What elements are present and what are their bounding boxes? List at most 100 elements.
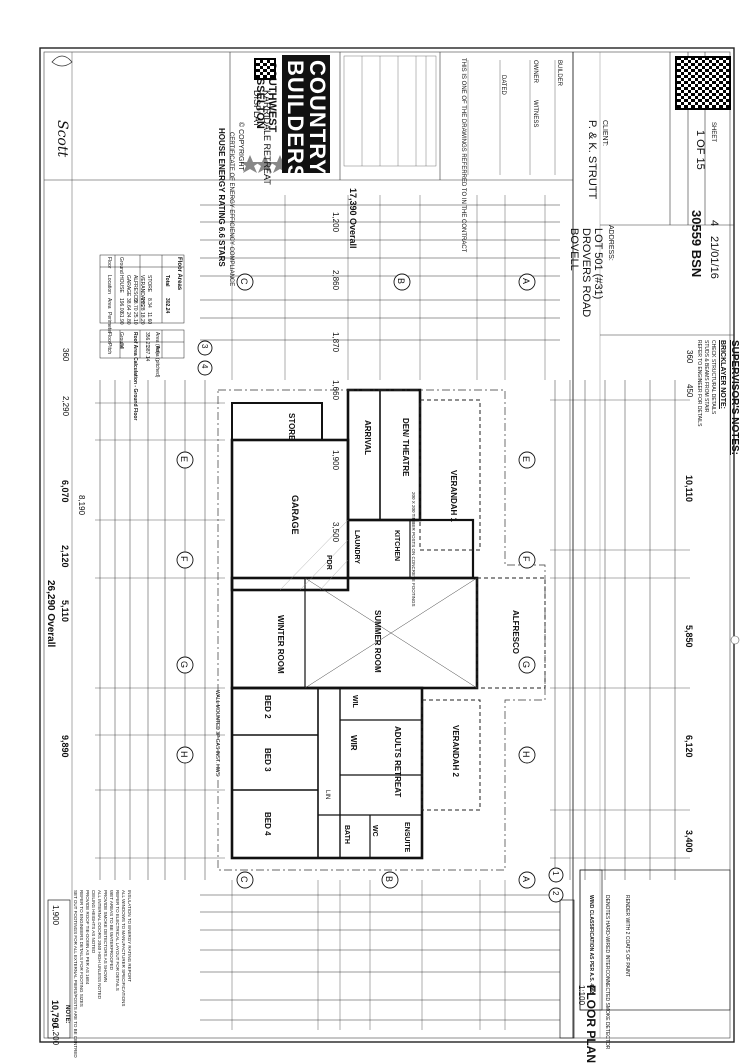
area-row-5-perim: 11.60 <box>146 312 152 325</box>
section-marker-1 <box>548 867 564 883</box>
job-number: 30559 BSN <box>689 210 704 278</box>
dim-left-top: 360 <box>61 348 70 362</box>
dim-left-b: 2,120 <box>60 545 70 568</box>
section-marker-4 <box>197 360 213 376</box>
area-header-perimeter: Perimeter <box>106 312 112 334</box>
room-bed-4: BED 4 <box>263 812 272 836</box>
dim-bottom-a: 1,900 <box>51 905 60 926</box>
roof-header-pitch: Pitch <box>106 343 112 355</box>
grid-label-f-left: F <box>179 556 189 562</box>
legend-render: RENDER WITH 2 COATS OF PAINT <box>624 895 630 977</box>
supervisor-subheading: BRICKLAYER NOTE: <box>719 340 726 409</box>
dim-right-b: 5,850 <box>684 625 694 648</box>
area-header-location: Location <box>106 275 112 294</box>
grid-label-b-top: B <box>396 278 406 285</box>
section-label-4: 4 <box>200 364 209 369</box>
client-name: P. & K. STRUTT <box>586 120 598 200</box>
dim-top-d: 2,860 <box>331 270 340 291</box>
dim-right-d: 3,400 <box>684 830 694 853</box>
room-den-theatre: DEN/ THEATRE <box>401 418 410 477</box>
section-label-3: 3 <box>200 344 209 349</box>
grid-marker-f-right <box>518 551 536 569</box>
dim-right-top: 450 <box>685 384 694 398</box>
grid-label-e-left: E <box>179 456 189 463</box>
grid-label-g-right: G <box>521 661 531 669</box>
note-line-8: REFER TO ELECTRICAL LAYOUT FOR DETAILS <box>115 890 120 991</box>
room-ensuite: ENSUITE <box>403 822 410 853</box>
room-winter: WINTER ROOM <box>276 615 285 674</box>
qr-code <box>675 56 731 110</box>
wall-note: WALL MOUNTED 3P GAS INST. HWS <box>214 690 220 776</box>
dim-left-e: 8,190 <box>77 495 86 516</box>
dim-top-c: 1,900 <box>331 450 340 471</box>
room-arrival: ARRIVAL <box>363 420 372 455</box>
notes-heading: NOTE: <box>64 1005 70 1024</box>
roof-header-pitched: Area (pitched) <box>154 346 160 378</box>
room-garage: GARAGE <box>290 495 300 535</box>
section-label-2: 2 <box>551 891 560 896</box>
grid-marker-c-bottom <box>236 871 254 889</box>
plan-scale: 1:100 <box>577 985 586 1006</box>
note-line-4: CEILING HEIGHTS AS NOTED <box>91 890 96 954</box>
grid-marker-a-top <box>518 273 536 291</box>
area-row-2-area: 38.64 <box>125 298 131 311</box>
grid-marker-b-top <box>393 273 411 291</box>
leaf-logo-icon <box>51 55 73 67</box>
dim-bottom-b: 1,200 <box>51 1025 60 1046</box>
note-line-3: PROVIDE ROOF TIE-DOWN AS PER AS 1684 <box>85 890 90 985</box>
section-marker-3 <box>197 340 213 356</box>
roof-row-pitch: 24 <box>118 343 124 349</box>
grid-marker-g-right <box>518 656 536 674</box>
grid-label-a-top: A <box>521 278 531 285</box>
grid-marker-b-bottom <box>381 871 399 889</box>
sheet-label: SHEET <box>710 122 716 143</box>
section-marker-2 <box>548 887 564 903</box>
sheet-value: 1 OF 15 <box>694 130 706 170</box>
area-row-5-location: STORE <box>146 275 152 293</box>
area-row-4-perim: 18.20 <box>139 312 145 325</box>
verandah-note: 200 X 200 TIMBER POSTS ON CONCRETE FOOTI… <box>411 492 416 607</box>
builder-label: BUILDER <box>556 60 562 87</box>
dim-top-e: 1,660 <box>331 380 340 401</box>
dim-top-f: 1,870 <box>331 332 340 353</box>
supervisor-note-1: CHECK STRUCTURAL DETAILS <box>710 340 716 415</box>
grid-label-h-right: H <box>521 751 531 758</box>
grid-marker-h-left <box>176 746 194 764</box>
area-header-area: Area <box>106 298 112 309</box>
dated-label: DATED <box>500 75 506 95</box>
grid-label-f-right: F <box>521 556 531 562</box>
address-line-2: DROVERS ROAD <box>580 228 592 318</box>
grid-marker-a-bottom <box>518 871 536 889</box>
room-wil: WIL <box>351 695 358 708</box>
grid-marker-g-left <box>176 656 194 674</box>
qr-code-small <box>254 58 276 80</box>
room-bed-3: BED 3 <box>263 748 272 772</box>
dim-top-a: 1,200 <box>331 212 340 233</box>
date: 21/01/16 <box>708 236 720 279</box>
grid-label-c-top: C <box>239 278 249 285</box>
room-wir: WIR <box>349 735 358 751</box>
dim-left-top2: 2,290 <box>61 396 70 417</box>
grid-marker-c-top <box>236 273 254 291</box>
builder-name-line2: BUILDERS <box>283 60 308 181</box>
grid-label-h-left: H <box>179 751 189 758</box>
note-line-6: PROVIDE SMOKE DETECTORS AS SHOWN <box>103 890 108 983</box>
area-row-1-floor: Ground <box>118 257 124 274</box>
display-name-line1: KARRIDALE RETREAT <box>262 90 272 185</box>
dim-right-a: 10,110 <box>684 475 694 503</box>
grid-label-g-left: G <box>179 661 189 669</box>
roof-table-title: Roof Area Calculation - Ground Floor <box>132 332 138 421</box>
dim-bottom-overall: 10,790 <box>50 1000 60 1028</box>
roof-row-pitched: 387.14 <box>144 346 150 362</box>
room-pdr: PDR <box>325 555 332 570</box>
address-label: ADDRESS: <box>607 225 614 261</box>
room-wc: WC <box>371 825 378 837</box>
supervisor-heading: SUPERVISOR'S NOTES: <box>729 340 740 455</box>
owner-label: OWNER <box>532 60 538 83</box>
roof-header-floor: Floor <box>106 332 112 344</box>
dim-right-c: 6,120 <box>684 735 694 758</box>
supervisor-note-2: STUDS & BEAMS FROM STAIR <box>703 340 709 413</box>
dim-left-c: 5,110 <box>60 600 70 623</box>
room-alfresco: ALFRESCO <box>511 610 520 654</box>
